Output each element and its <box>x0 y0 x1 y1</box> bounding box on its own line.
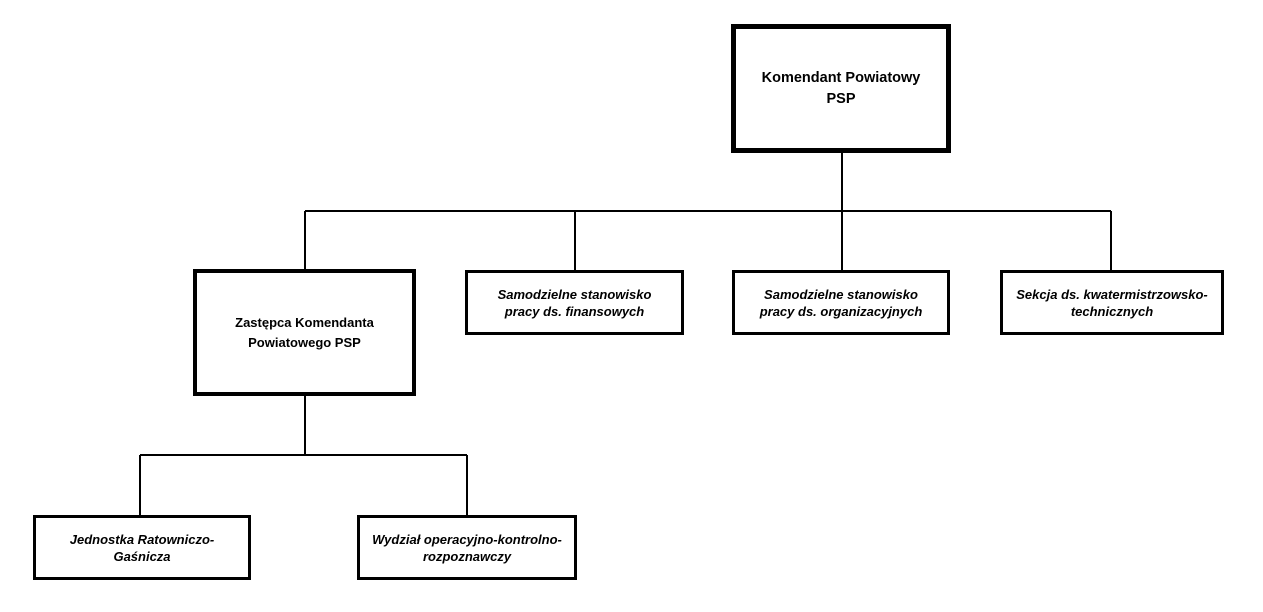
node-rescue-unit-line2: Gaśnicza <box>113 548 171 564</box>
node-operations-department-label: Wydział operacyjno-kontrolno- rozpoznawc… <box>372 531 562 565</box>
node-commander-line1: Komendant Powiatowy <box>761 69 921 86</box>
node-deputy-commander-line2: Powiatowego PSP <box>248 334 361 350</box>
node-commander: Komendant Powiatowy PSP <box>731 24 951 153</box>
node-operations-department: Wydział operacyjno-kontrolno- rozpoznawc… <box>357 515 577 580</box>
node-rescue-unit-label: Jednostka Ratowniczo- Gaśnicza <box>70 531 214 565</box>
node-rescue-unit: Jednostka Ratowniczo- Gaśnicza <box>33 515 251 580</box>
node-finance-post-line2: pracy ds. finansowych <box>504 303 645 319</box>
node-finance-post-line1: Samodzielne stanowisko <box>497 286 652 302</box>
node-organization-post-label: Samodzielne stanowisko pracy ds. organiz… <box>760 286 923 320</box>
node-commander-label: Komendant Powiatowy PSP <box>762 68 921 110</box>
node-quartermaster-section-line1: Sekcja ds. kwatermistrzowsko- <box>1016 286 1208 302</box>
node-finance-post: Samodzielne stanowisko pracy ds. finanso… <box>465 270 684 335</box>
node-organization-post-line2: pracy ds. organizacyjnych <box>759 303 923 319</box>
node-operations-department-line1: Wydział operacyjno-kontrolno- <box>372 531 562 547</box>
node-operations-department-line2: rozpoznawczy <box>422 548 512 564</box>
node-organization-post: Samodzielne stanowisko pracy ds. organiz… <box>732 270 950 335</box>
node-quartermaster-section-label: Sekcja ds. kwatermistrzowsko- techniczny… <box>1016 286 1207 320</box>
node-deputy-commander-label: Zastępca Komendanta Powiatowego PSP <box>235 313 374 353</box>
node-rescue-unit-line1: Jednostka Ratowniczo- <box>69 531 215 547</box>
node-quartermaster-section-line2: technicznych <box>1070 303 1154 319</box>
node-deputy-commander-line1: Zastępca Komendanta <box>235 314 374 330</box>
node-finance-post-label: Samodzielne stanowisko pracy ds. finanso… <box>498 286 652 320</box>
node-quartermaster-section: Sekcja ds. kwatermistrzowsko- techniczny… <box>1000 270 1224 335</box>
node-commander-line2: PSP <box>826 90 856 107</box>
node-deputy-commander: Zastępca Komendanta Powiatowego PSP <box>193 269 416 396</box>
node-organization-post-line1: Samodzielne stanowisko <box>764 286 918 302</box>
